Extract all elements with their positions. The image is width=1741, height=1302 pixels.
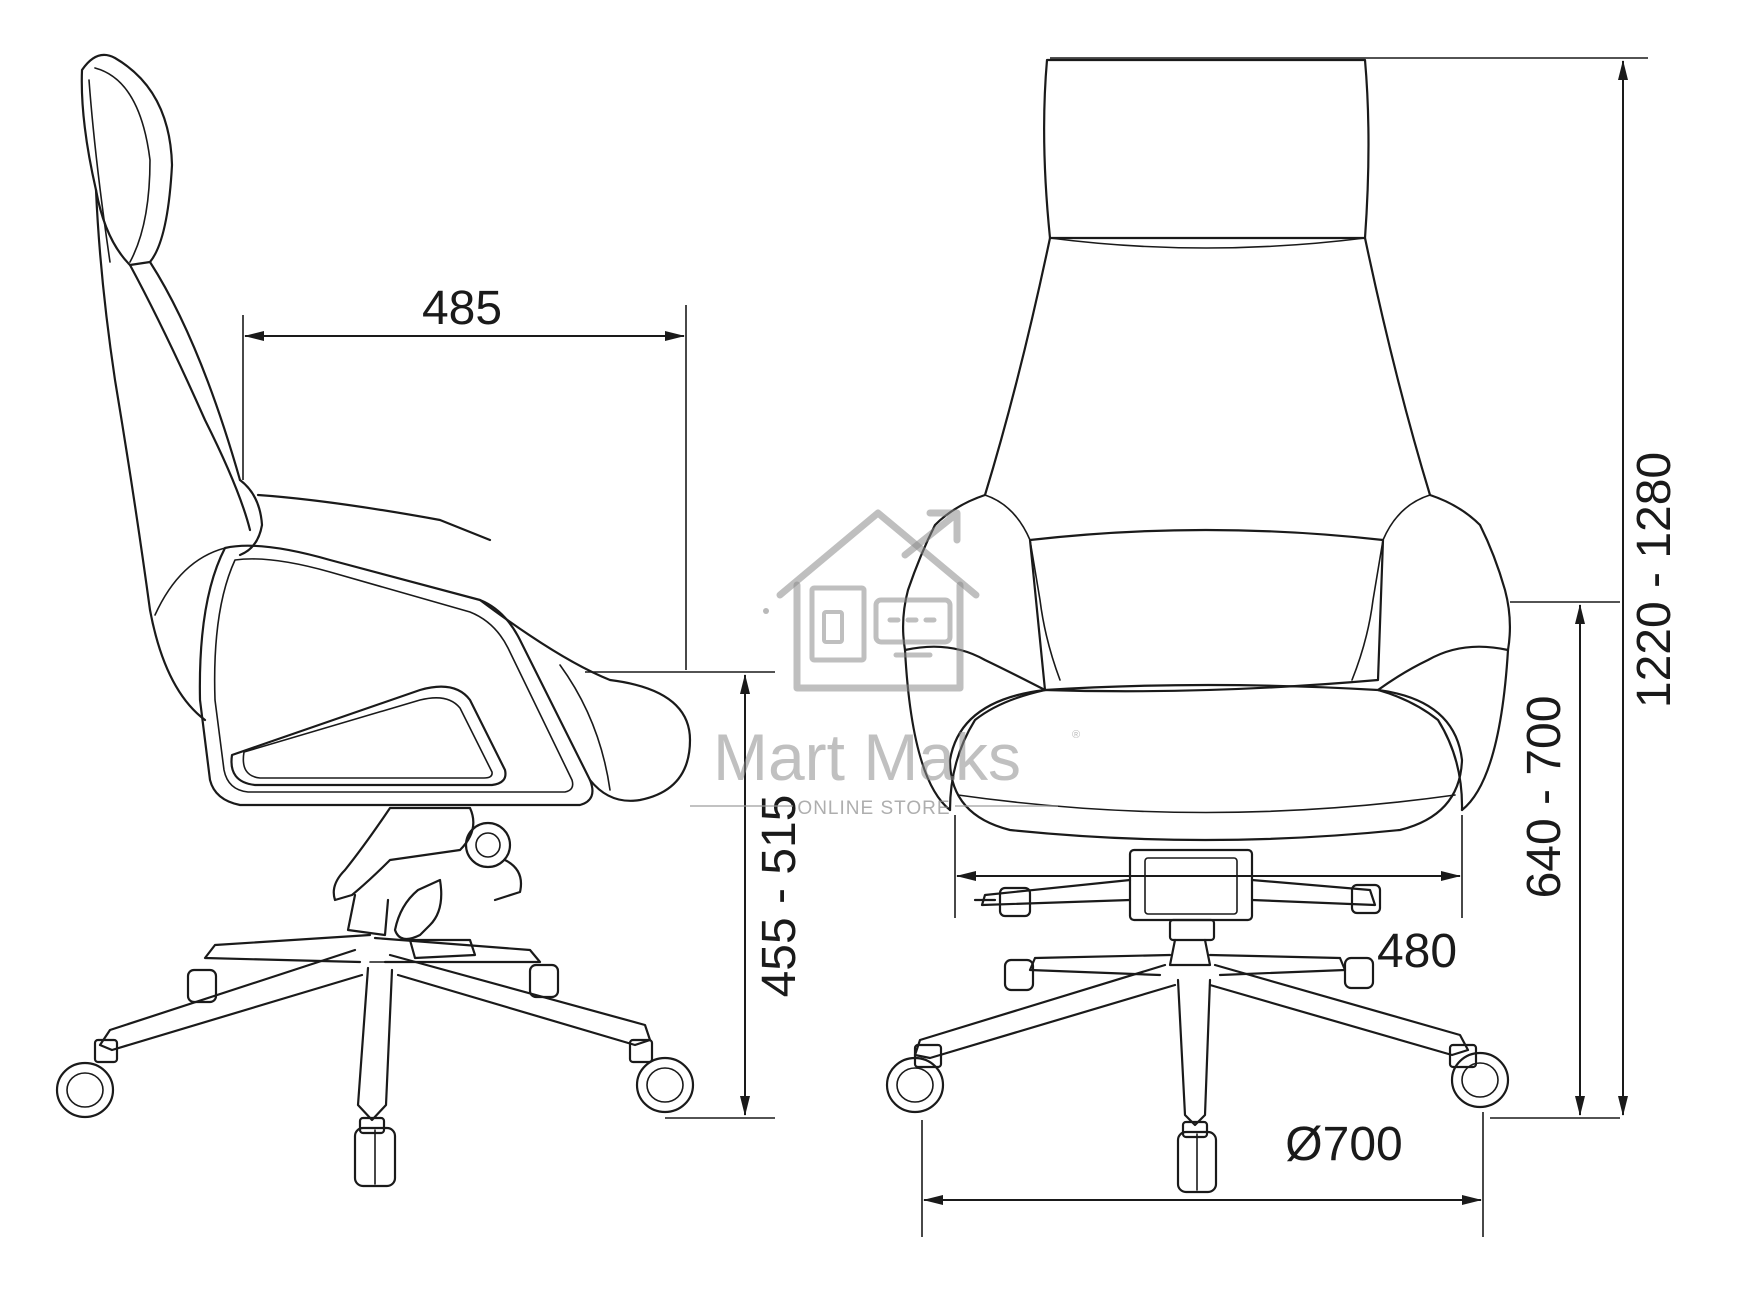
dimension-seat-depth: 485 <box>242 282 687 670</box>
watermark-registered-mark: ® <box>1072 729 1080 741</box>
seat-depth-label: 485 <box>422 282 502 335</box>
seat-width-label: 480 <box>1377 925 1457 978</box>
watermark-tagline: ONLINE STORE <box>797 798 950 819</box>
side-caster-left <box>55 1038 119 1119</box>
side-caster-back-left <box>186 968 218 1004</box>
watermark-brand: Mart Maks <box>713 720 1021 794</box>
dimension-total-height: 1220 - 1280 <box>1050 57 1681 1116</box>
front-caster-right <box>1448 1043 1510 1109</box>
total-height-label: 1220 - 1280 <box>1628 452 1681 708</box>
front-caster-back-left <box>1003 958 1035 992</box>
side-caster-back-right <box>528 963 560 999</box>
side-caster-right <box>628 1038 695 1114</box>
base-diameter-label: Ø700 <box>1285 1118 1402 1171</box>
seat-height-label: 455 - 515 <box>753 795 806 998</box>
dimension-base-diameter: Ø700 <box>921 1112 1484 1237</box>
dimension-armrest-height: 640 - 700 <box>1490 601 1620 1119</box>
front-view-chair <box>885 58 1512 1194</box>
watermark: Mart Maks ® ONLINE STORE <box>690 509 1080 819</box>
front-caster-front <box>1176 1120 1218 1194</box>
dimension-seat-height: 455 - 515 <box>585 671 806 1119</box>
side-caster-front <box>353 1116 397 1188</box>
watermark-house-logo <box>763 509 980 692</box>
dimension-seat-width: 480 <box>954 815 1463 978</box>
front-caster-back-right <box>1343 956 1375 990</box>
front-caster-left <box>885 1043 945 1114</box>
armrest-height-label: 640 - 700 <box>1518 696 1571 899</box>
side-view-chair <box>55 53 695 1188</box>
